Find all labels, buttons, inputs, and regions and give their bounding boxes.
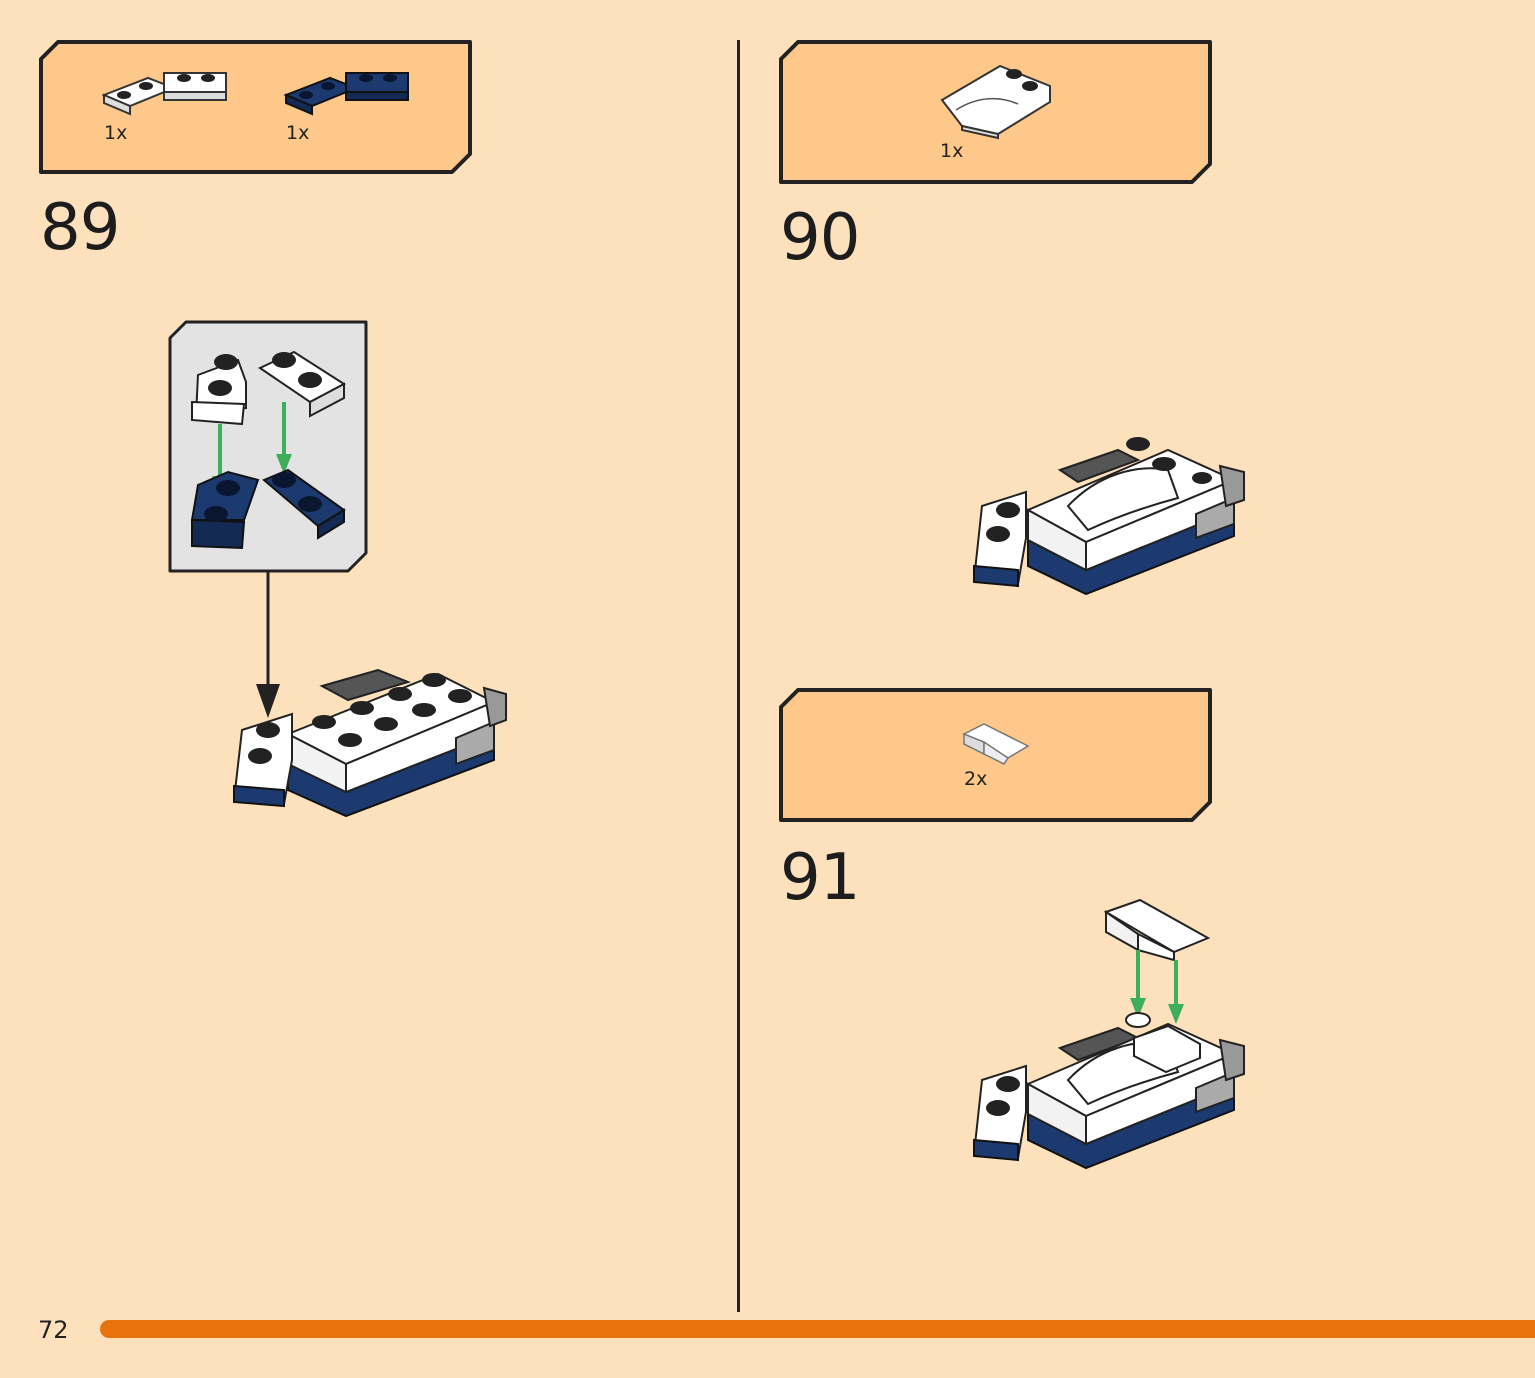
part-quantity: 2x [964, 768, 988, 790]
page-number: 72 [38, 1316, 69, 1344]
part-quantity: 1x [940, 140, 964, 162]
column-divider [737, 40, 740, 1312]
step-number: 90 [780, 201, 860, 275]
progress-bar [100, 1320, 1535, 1338]
white-hinge-plate-icon [101, 72, 227, 116]
black-arrow-icon [254, 572, 284, 720]
green-arrow-icon [1130, 950, 1184, 1024]
step-91-parts-box: 2x [778, 688, 1214, 826]
slope-tile-icon [962, 723, 1030, 765]
navy-hinge-plate-icon [190, 468, 346, 550]
navy-hinge-plate-icon [283, 72, 409, 116]
part-quantity: 1x [104, 122, 128, 144]
white-hinge-plate-icon [191, 350, 346, 426]
step-90-parts-box: 1x [778, 40, 1214, 186]
step-90-model [968, 430, 1252, 600]
sub-assembly-callout [168, 320, 368, 574]
step-91-model [968, 898, 1252, 1174]
step-89-model [228, 664, 518, 820]
step-number: 89 [40, 191, 120, 265]
part-quantity: 1x [286, 122, 310, 144]
curved-wedge-plate-icon [940, 64, 1051, 140]
step-89-parts-box: 1x 1x [38, 40, 474, 176]
step-number: 91 [780, 841, 860, 915]
slope-tile-icon [1103, 898, 1211, 962]
